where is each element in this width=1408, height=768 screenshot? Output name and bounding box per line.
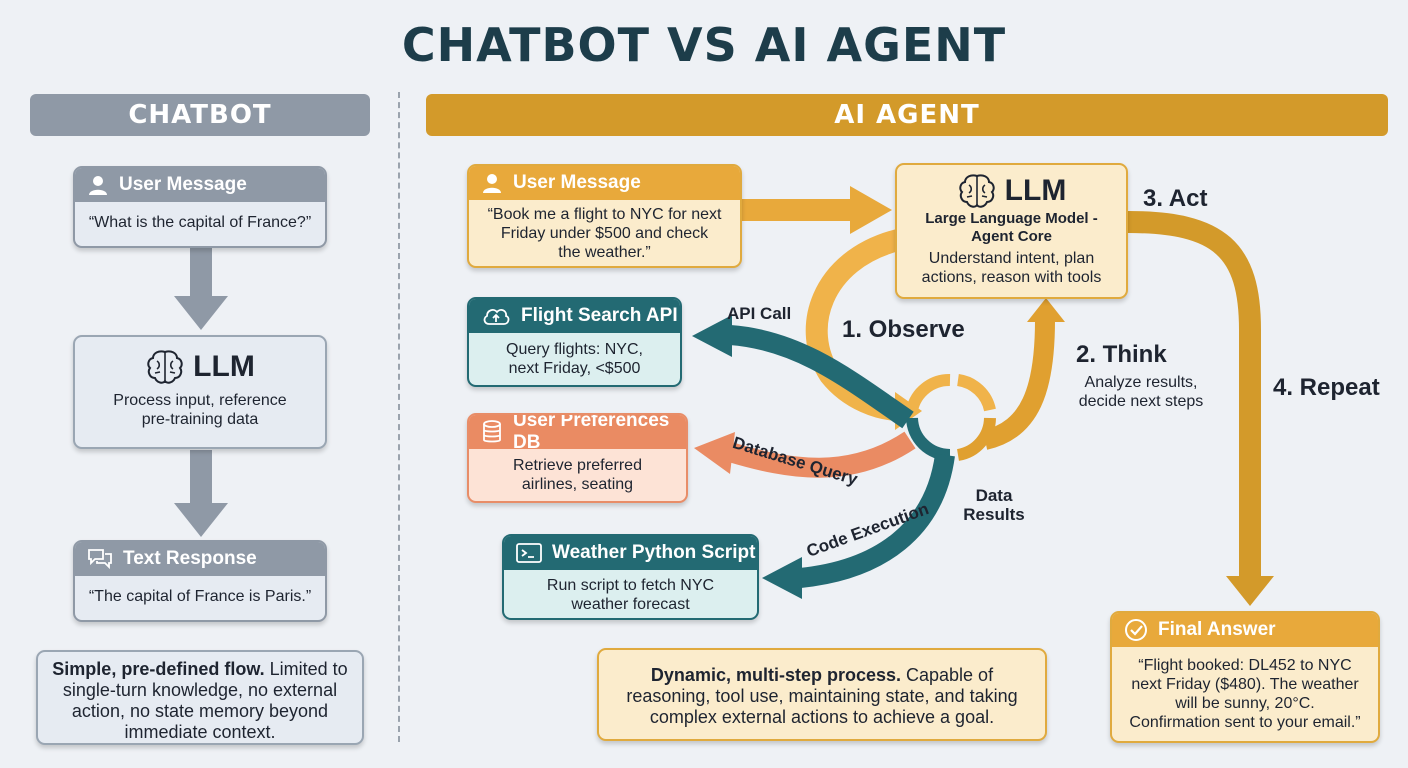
chatbot-arrow-1: [174, 248, 228, 330]
final-answer-line2: next Friday ($480). The weather: [1131, 676, 1359, 693]
cloud-upload-icon: [481, 305, 511, 327]
prefs-db-header: User Preferences DB: [513, 413, 670, 453]
page-title: CHATBOT VS AI AGENT: [401, 18, 1007, 72]
flight-api-header: Flight Search API: [521, 305, 678, 326]
prefs-db-line1: Retrieve preferred: [513, 457, 642, 474]
step-think-desc-line1: Analyze results,: [1084, 374, 1198, 391]
weather-script-line2: weather forecast: [571, 596, 690, 613]
prefs-db-line2: airlines, seating: [521, 476, 634, 493]
arrow-api-call: [729, 325, 914, 429]
chatbot-user-message-text: “What is the capital of France?”: [88, 214, 312, 231]
flight-api-line1: Query flights: NYC,: [506, 341, 643, 358]
chatbot-note-bold: Simple, pre-defined flow.: [52, 659, 265, 679]
final-answer-header: Final Answer: [1158, 619, 1276, 640]
chatbot-summary-note: Simple, pre-defined flow. Limited to sin…: [36, 650, 364, 745]
chatbot-note-line2: single-turn knowledge, no external: [62, 680, 338, 700]
step-observe-label: 1. Observe: [842, 316, 965, 343]
prefs-db-box: User Preferences DB Retrieve preferred a…: [467, 413, 688, 503]
arrow-act-repeat: [1127, 211, 1261, 580]
agent-user-message-header: User Message: [513, 172, 641, 193]
chat-bubble-icon: [87, 548, 113, 570]
edge-data-results-line1: Data: [975, 486, 1013, 505]
final-answer-box: Final Answer “Flight booked: DL452 to NY…: [1110, 611, 1380, 743]
arrow-db-query-head: [694, 432, 735, 474]
step-think-desc-line2: decide next steps: [1078, 393, 1204, 410]
weather-script-line1: Run script to fetch NYC: [546, 577, 715, 594]
section-divider: [398, 92, 400, 742]
final-answer-line3: will be sunny, 20°C.: [1175, 695, 1315, 712]
arrow-api-call-head: [692, 315, 732, 357]
chatbot-text-response-box: Text Response “The capital of France is …: [73, 540, 327, 622]
chatbot-llm-text-line2: pre-training data: [141, 411, 259, 428]
agent-llm-title: LLM: [1004, 174, 1067, 207]
user-icon: [481, 172, 503, 194]
agent-summary-note: Dynamic, multi-step process. Capable of …: [597, 648, 1047, 741]
edge-api-call-label: API Call: [727, 304, 792, 323]
chatbot-llm-text-line1: Process input, reference: [113, 392, 287, 409]
brain-icon: [145, 349, 185, 385]
step-think-desc: Analyze results, decide next steps: [1066, 373, 1216, 411]
chatbot-user-message-header: User Message: [119, 174, 247, 195]
agent-user-message-line3: the weather.”: [558, 244, 651, 261]
check-circle-icon: [1124, 618, 1148, 642]
chatbot-text-response-header: Text Response: [123, 548, 257, 569]
weather-script-box: Weather Python Script Run script to fetc…: [502, 534, 759, 620]
terminal-icon: [516, 542, 542, 564]
chatbot-note-line3: action, no state memory beyond: [71, 701, 329, 721]
chatbot-llm-title: LLM: [193, 350, 255, 383]
chatbot-text-response-text: “The capital of France is Paris.”: [88, 588, 312, 605]
agent-note-line2: reasoning, tool use, maintaining state, …: [626, 686, 1018, 706]
agent-user-message-line1: “Book me a flight to NYC for next: [487, 206, 722, 223]
agent-note-line3: complex external actions to achieve a go…: [649, 707, 995, 727]
edge-data-results-line2: Results: [963, 505, 1025, 524]
step-repeat-label: 4. Repeat: [1273, 374, 1380, 401]
chatbot-note-line1: Limited to: [264, 659, 348, 679]
edge-data-results-label: Data Results: [962, 486, 1026, 524]
arrow-user-to-llm: [742, 186, 892, 234]
agent-note-bold: Dynamic, multi-step process.: [650, 665, 901, 685]
agent-llm-text-line1: Understand intent, plan: [928, 250, 1095, 267]
chatbot-user-message-box: User Message “What is the capital of Fra…: [73, 166, 327, 248]
chatbot-banner: CHATBOT: [30, 94, 370, 136]
weather-script-header: Weather Python Script: [552, 542, 756, 563]
arrow-db-query: [727, 431, 916, 478]
final-answer-line4: Confirmation sent to your email.”: [1129, 714, 1361, 731]
step-act-label: 3. Act: [1143, 185, 1208, 212]
cycle-circle: [906, 374, 996, 461]
chatbot-arrow-2: [174, 450, 228, 537]
agent-user-message-box: User Message “Book me a flight to NYC fo…: [467, 164, 742, 268]
step-think-label: 2. Think: [1076, 341, 1167, 368]
agent-note-line1: Capable of: [901, 665, 994, 685]
arrow-code-exec-head: [762, 557, 802, 599]
arrow-think: [982, 319, 1055, 450]
flight-api-line2: next Friday, <$500: [508, 360, 641, 377]
user-icon: [87, 174, 109, 196]
final-answer-line1: “Flight booked: DL452 to NYC: [1138, 657, 1352, 674]
database-icon: [481, 420, 503, 444]
agent-llm-box: LLM Large Language Model - Agent Core Un…: [895, 163, 1128, 299]
brain-icon: [957, 173, 997, 209]
arrow-think-head: [1027, 298, 1065, 322]
agent-llm-text-line2: actions, reason with tools: [921, 269, 1102, 286]
chatbot-note-line4: immediate context.: [124, 722, 276, 742]
agent-llm-subtitle-line2: Agent Core: [971, 228, 1052, 245]
agent-banner: AI AGENT: [426, 94, 1388, 136]
agent-llm-subtitle-line1: Large Language Model -: [925, 210, 1098, 227]
arrow-repeat-head: [1226, 576, 1274, 606]
flight-api-box: Flight Search API Query flights: NYC, ne…: [467, 297, 682, 387]
agent-user-message-line2: Friday under $500 and check: [500, 225, 709, 242]
chatbot-llm-box: LLM Process input, reference pre-trainin…: [73, 335, 327, 449]
arrow-code-exec: [798, 453, 955, 588]
